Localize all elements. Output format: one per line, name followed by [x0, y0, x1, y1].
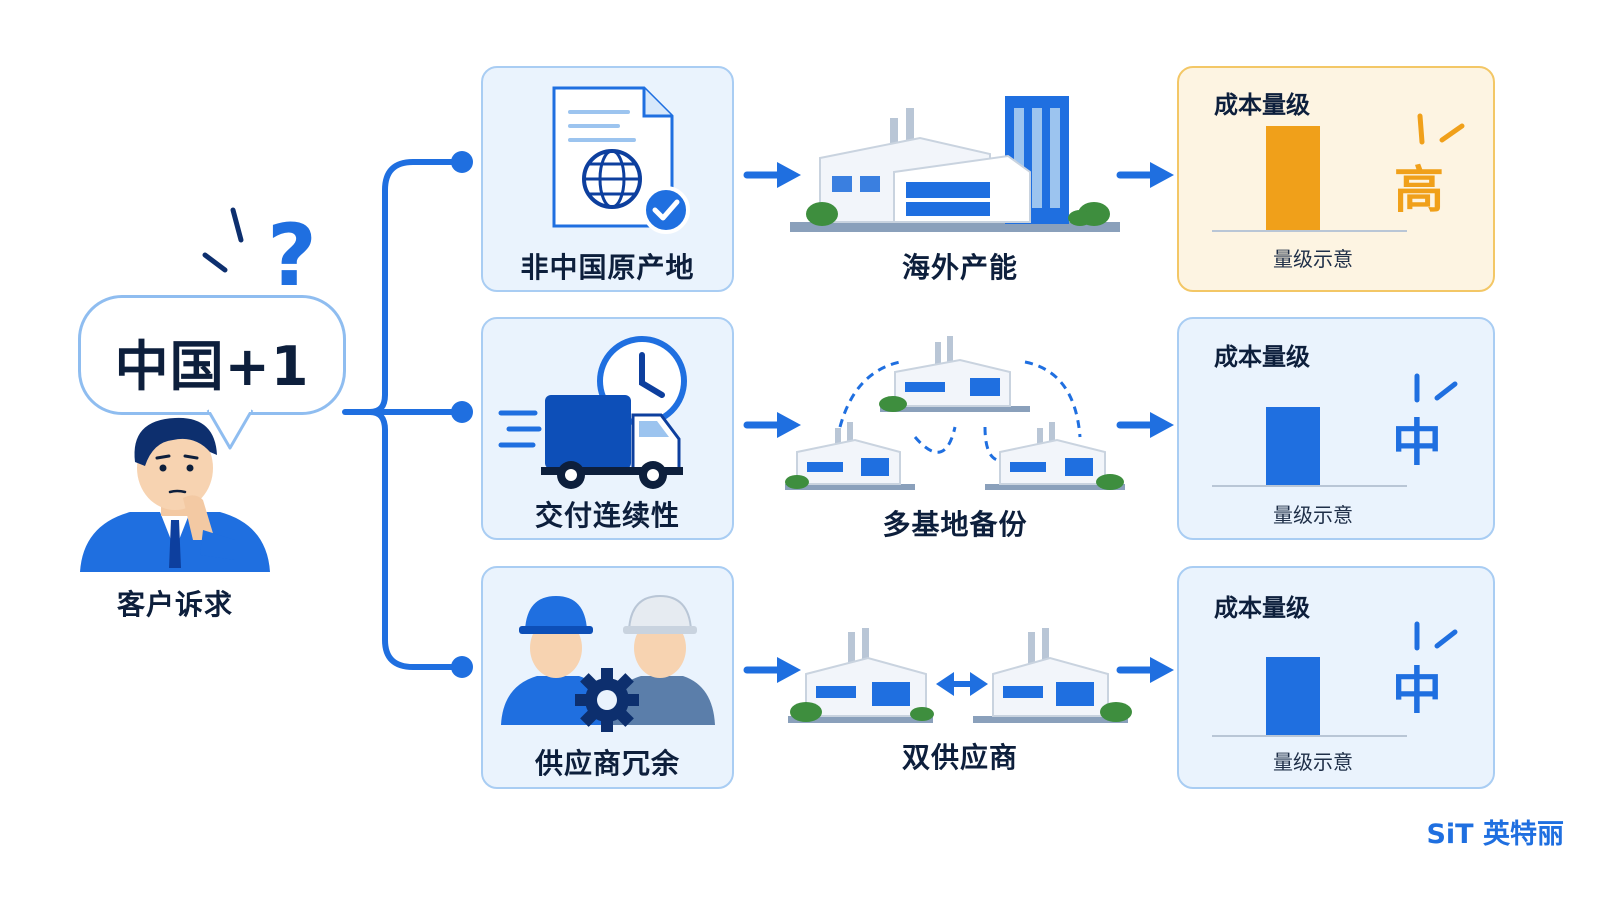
cost-baseline-1	[1212, 230, 1407, 232]
arrow-solution-to-cost-1	[1116, 162, 1174, 188]
delivery-truck-clock-icon	[498, 336, 687, 489]
cost-bar-1	[1266, 126, 1320, 230]
solution-label-3: 双供应商	[901, 741, 1018, 774]
arrow-need-to-solution-1	[743, 162, 801, 188]
cost-title-1: 成本量级	[1214, 91, 1310, 119]
cost-level-2: 中	[1392, 414, 1442, 472]
cost-bar-2	[1266, 407, 1320, 485]
cost-title-2: 成本量级	[1214, 343, 1310, 371]
arrow-solution-to-cost-2	[1116, 412, 1174, 438]
thinking-person-icon	[80, 417, 270, 572]
arrow-need-to-solution-2	[743, 412, 801, 438]
cost-note-3: 量级示意	[1273, 750, 1353, 774]
need-label-1: 非中国原产地	[520, 251, 695, 284]
workers-gear-icon	[501, 594, 715, 732]
certificate-of-origin-icon	[552, 86, 690, 234]
solution-label-1: 海外产能	[901, 251, 1018, 284]
brand-logo: SiT 英特丽	[1426, 819, 1564, 850]
cost-box-1	[1177, 66, 1495, 292]
question-mark-icon: ?	[202, 206, 317, 306]
speech-bubble-tail	[206, 406, 254, 450]
customer-label: 客户诉求	[116, 588, 233, 621]
cost-bar-3	[1266, 657, 1320, 735]
cost-note-2: 量级示意	[1273, 503, 1353, 527]
need-label-2: 交付连续性	[534, 499, 680, 532]
cost-baseline-3	[1212, 735, 1407, 737]
solution-label-2: 多基地备份	[882, 508, 1028, 541]
svg-text:?: ?	[267, 206, 317, 306]
china-plus-one-title: 中国+1	[114, 335, 310, 398]
emphasis-marks-icon	[1417, 113, 1465, 145]
cost-box-2	[1177, 317, 1495, 540]
cost-baseline-2	[1212, 485, 1407, 487]
cost-box-3	[1177, 566, 1495, 789]
emphasis-marks-icon	[1414, 373, 1458, 403]
cost-title-3: 成本量级	[1214, 594, 1310, 622]
cost-note-1: 量级示意	[1273, 247, 1353, 271]
emphasis-marks-icon	[1414, 621, 1458, 651]
multi-base-network-icon	[785, 336, 1125, 490]
dual-supplier-factories-icon	[788, 628, 1132, 723]
arrow-solution-to-cost-3	[1116, 657, 1174, 683]
arrow-need-to-solution-3	[743, 657, 801, 683]
cost-level-3: 中	[1392, 662, 1442, 720]
overseas-factory-icon	[790, 96, 1120, 232]
need-label-3: 供应商冗余	[534, 747, 680, 780]
cost-level-1: 高	[1394, 161, 1444, 219]
